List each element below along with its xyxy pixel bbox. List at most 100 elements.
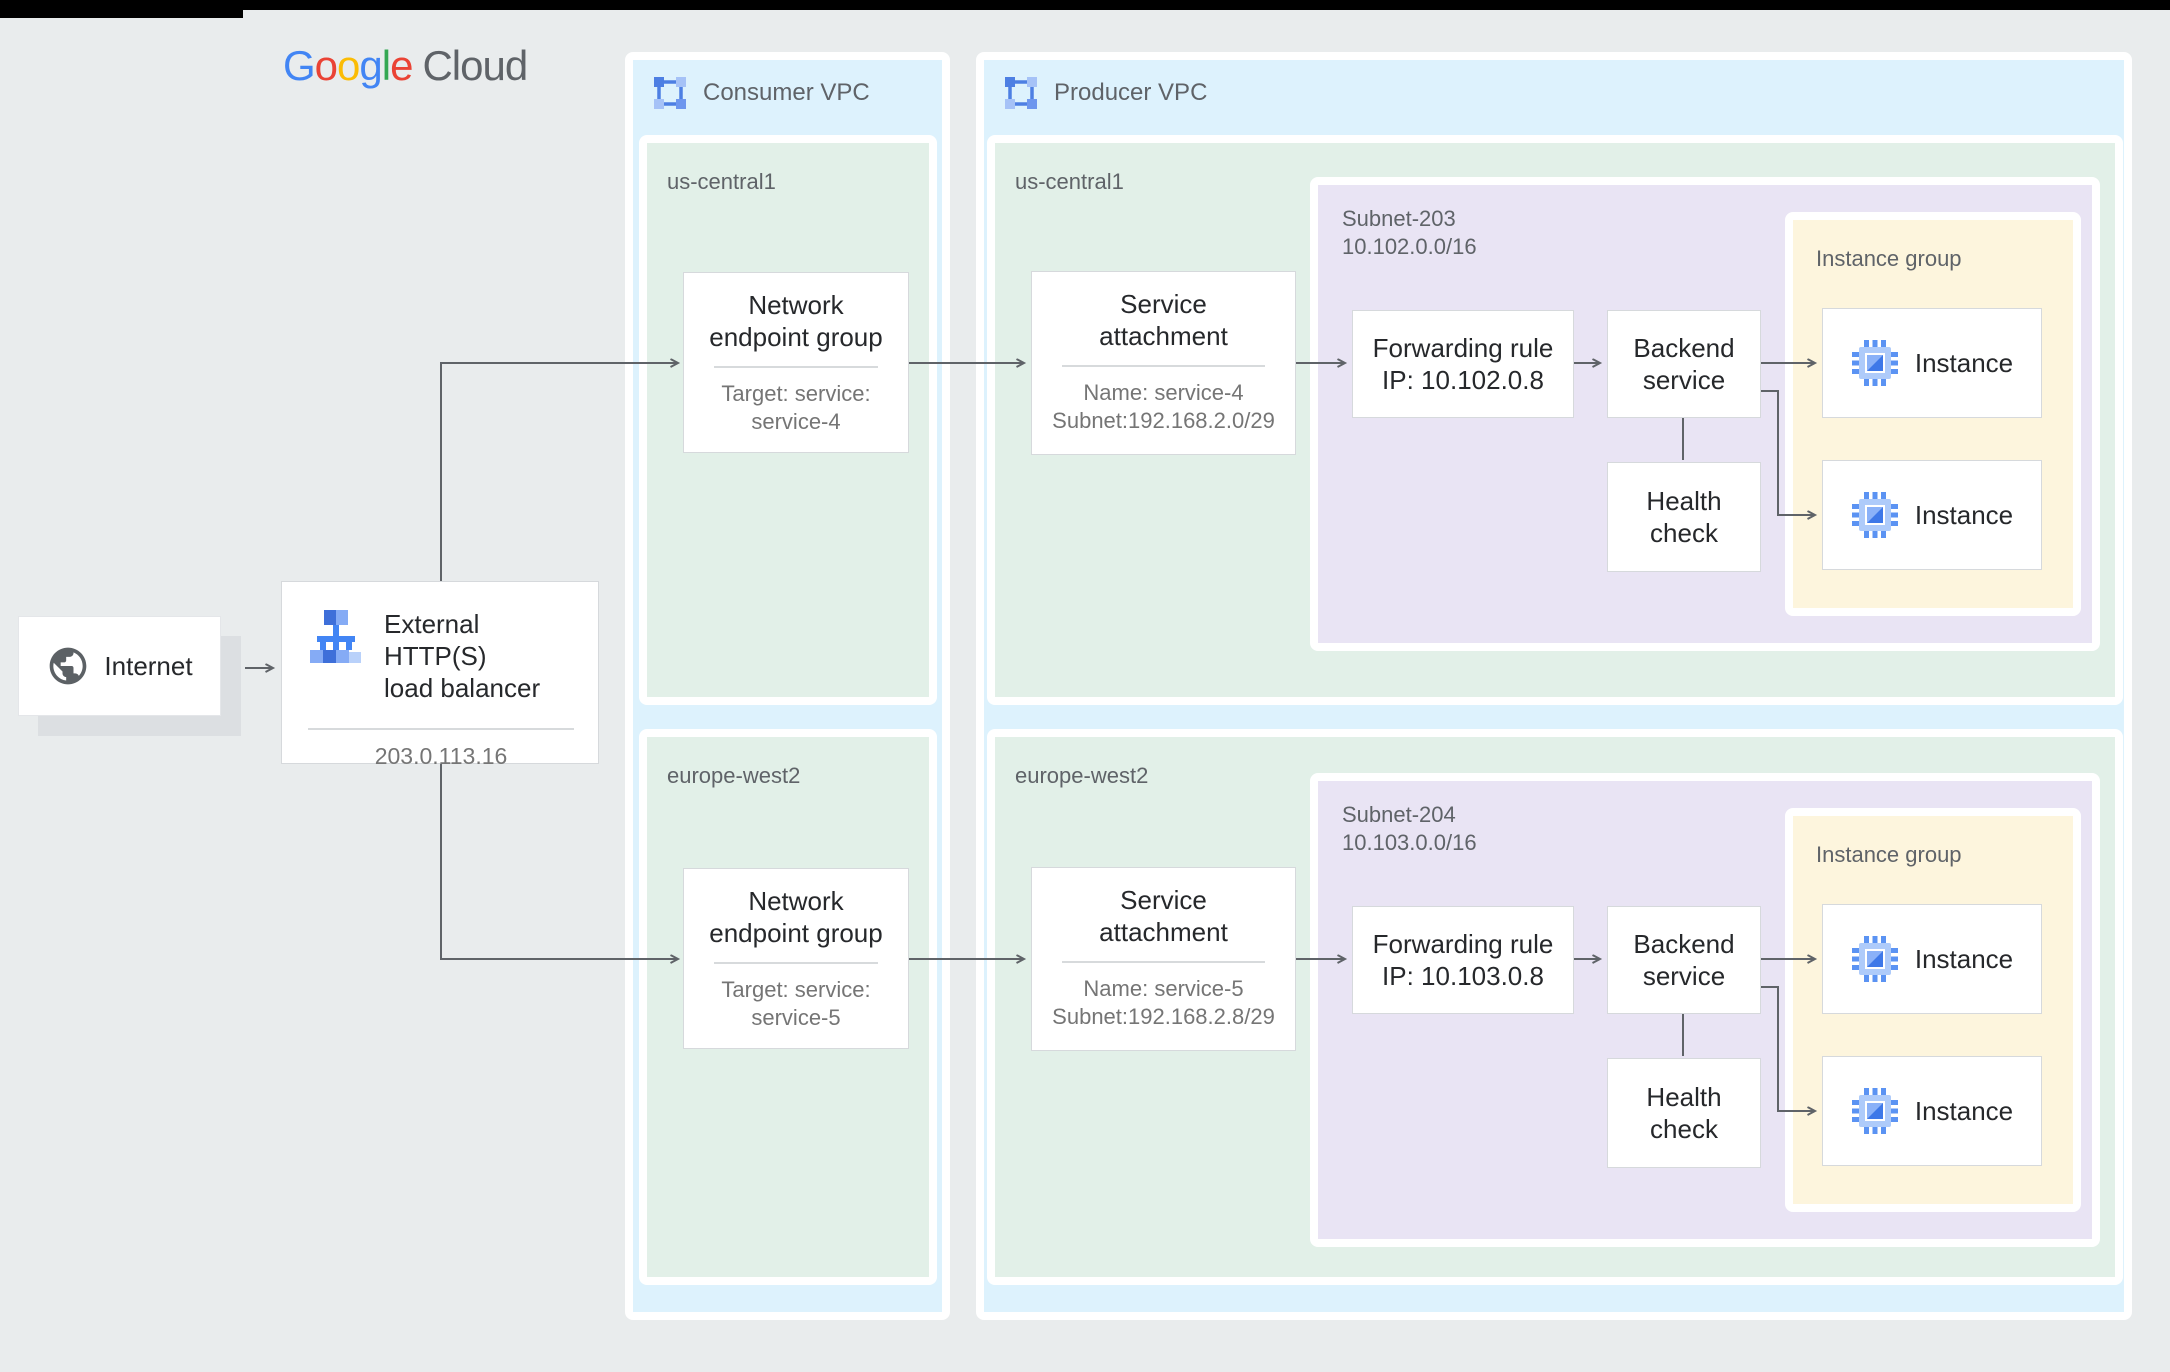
subnet-name: Subnet-203 (1342, 206, 1456, 231)
forwarding-rule-node-2: Forwarding rule IP: 10.103.0.8 (1352, 906, 1574, 1014)
logo-letter: o (314, 42, 338, 89)
region-label: europe-west2 (667, 763, 801, 788)
neg-title-line1: Network (748, 886, 844, 916)
subnet-label: Subnet-204 10.103.0.0/16 (1342, 801, 1477, 857)
neg-target-line2: service-4 (751, 408, 841, 434)
divider (1062, 365, 1265, 367)
divider (1062, 961, 1265, 963)
forwarding-rule-text: Forwarding rule IP: 10.102.0.8 (1353, 332, 1573, 396)
health-check-text: Health check (1608, 1081, 1760, 1145)
backend-service-text: Backend service (1608, 332, 1760, 396)
sa-name: Name: service-5 (1083, 975, 1244, 1001)
health-check-line1: Health (1646, 486, 1722, 516)
backend-service-text: Backend service (1608, 928, 1760, 992)
consumer-vpc-header: Consumer VPC (633, 60, 942, 112)
compute-instance-icon (1851, 340, 1898, 386)
divider (714, 366, 878, 368)
instance-label: Instance (1914, 1095, 2014, 1126)
subnet-label: Subnet-203 10.102.0.0/16 (1342, 205, 1477, 261)
network-endpoint-group-node-1: Network endpoint group Target: service: … (683, 272, 909, 453)
load-balancer-title-line2: load balancer (384, 673, 541, 703)
sa-title-line2: attachment (1099, 917, 1228, 947)
backend-service-line2: service (1642, 365, 1726, 395)
load-balancer-title-row: External HTTP(S) load balancer (308, 608, 574, 704)
service-attachment-node-2: Service attachment Name: service-5 Subne… (1031, 867, 1296, 1051)
compute-instance-icon (1851, 936, 1898, 982)
sa-name: Name: service-4 (1083, 379, 1244, 405)
compute-instance-icon (1851, 1088, 1898, 1134)
neg-target-line1: Target: service: (721, 380, 871, 406)
neg-title-line2: endpoint group (709, 322, 883, 352)
service-attachment-title: Service attachment (1032, 884, 1295, 948)
sa-subnet: Subnet:192.168.2.8/29 (1052, 1003, 1275, 1029)
instance-node-1: Instance (1822, 308, 2042, 418)
sa-title-line1: Service (1120, 885, 1207, 915)
logo-letter: e (390, 42, 413, 89)
forwarding-rule-ip: IP: 10.102.0.8 (1382, 365, 1544, 395)
health-check-line2: check (1650, 518, 1718, 548)
backend-service-line2: service (1642, 961, 1726, 991)
backend-service-line1: Backend (1633, 929, 1735, 959)
health-check-line2: check (1650, 1114, 1718, 1144)
region-label: europe-west2 (1015, 763, 1149, 788)
globe-icon (50, 647, 87, 685)
backend-service-node-2: Backend service (1607, 906, 1761, 1014)
neg-target: Target: service: service-5 (684, 976, 908, 1032)
neg-title: Network endpoint group (684, 289, 908, 353)
producer-vpc-label: Producer VPC (1054, 79, 1208, 106)
health-check-line1: Health (1646, 1082, 1722, 1112)
screenshot-top-bar-left (0, 0, 243, 18)
health-check-node-1: Health check (1607, 462, 1761, 572)
subnet-name: Subnet-204 (1342, 802, 1456, 827)
service-attachment-details: Name: service-5 Subnet:192.168.2.8/29 (1032, 975, 1295, 1031)
service-attachment-title: Service attachment (1032, 288, 1295, 352)
divider (714, 962, 878, 964)
instance-label: Instance (1914, 943, 2014, 974)
load-balancer-ip: 203.0.113.16 (374, 742, 508, 769)
neg-target-line2: service-5 (751, 1004, 841, 1030)
logo-letter: l (381, 42, 391, 89)
instance-label: Instance (1914, 347, 2014, 378)
health-check-text: Health check (1608, 485, 1760, 549)
health-check-node-2: Health check (1607, 1058, 1761, 1168)
instance-node-2: Instance (1822, 460, 2042, 570)
screenshot-top-bar (0, 0, 2170, 10)
forwarding-rule-line1: Forwarding rule (1372, 333, 1554, 363)
service-attachment-details: Name: service-4 Subnet:192.168.2.0/29 (1032, 379, 1295, 435)
vpc-icon (654, 77, 686, 109)
instance-label: Instance (1914, 499, 2014, 530)
neg-title: Network endpoint group (684, 885, 908, 949)
instance-node-4: Instance (1822, 1056, 2042, 1166)
producer-vpc-header: Producer VPC (984, 60, 2124, 112)
subnet-cidr: 10.102.0.0/16 (1342, 234, 1477, 259)
forwarding-rule-ip: IP: 10.103.0.8 (1382, 961, 1544, 991)
service-attachment-node-1: Service attachment Name: service-4 Subne… (1031, 271, 1296, 455)
logo-letter: G (283, 42, 316, 89)
backend-service-node-1: Backend service (1607, 310, 1761, 418)
neg-target-line1: Target: service: (721, 976, 871, 1002)
consumer-vpc-label: Consumer VPC (703, 79, 870, 106)
load-balancer-title: External HTTP(S) load balancer (384, 608, 574, 704)
internet-label: Internet (104, 650, 193, 681)
logo-cloud-text: Cloud (422, 42, 528, 89)
neg-target: Target: service: service-4 (684, 380, 908, 436)
region-label: us-central1 (1015, 169, 1124, 194)
forwarding-rule-text: Forwarding rule IP: 10.103.0.8 (1353, 928, 1573, 992)
neg-title-line2: endpoint group (709, 918, 883, 948)
sa-title-line2: attachment (1099, 321, 1228, 351)
logo-letter: o (337, 42, 360, 89)
compute-instance-icon (1851, 492, 1898, 538)
backend-service-line1: Backend (1633, 333, 1735, 363)
instance-node-3: Instance (1822, 904, 2042, 1014)
logo-letter: g (359, 42, 382, 89)
load-balancer-title-line1: External HTTP(S) (384, 609, 487, 671)
sa-subnet: Subnet:192.168.2.0/29 (1052, 407, 1275, 433)
network-endpoint-group-node-2: Network endpoint group Target: service: … (683, 868, 909, 1049)
subnet-cidr: 10.103.0.0/16 (1342, 830, 1477, 855)
internet-node: Internet (18, 616, 221, 716)
forwarding-rule-line1: Forwarding rule (1372, 929, 1554, 959)
divider (308, 728, 574, 730)
instance-group-label: Instance group (1816, 842, 1962, 867)
